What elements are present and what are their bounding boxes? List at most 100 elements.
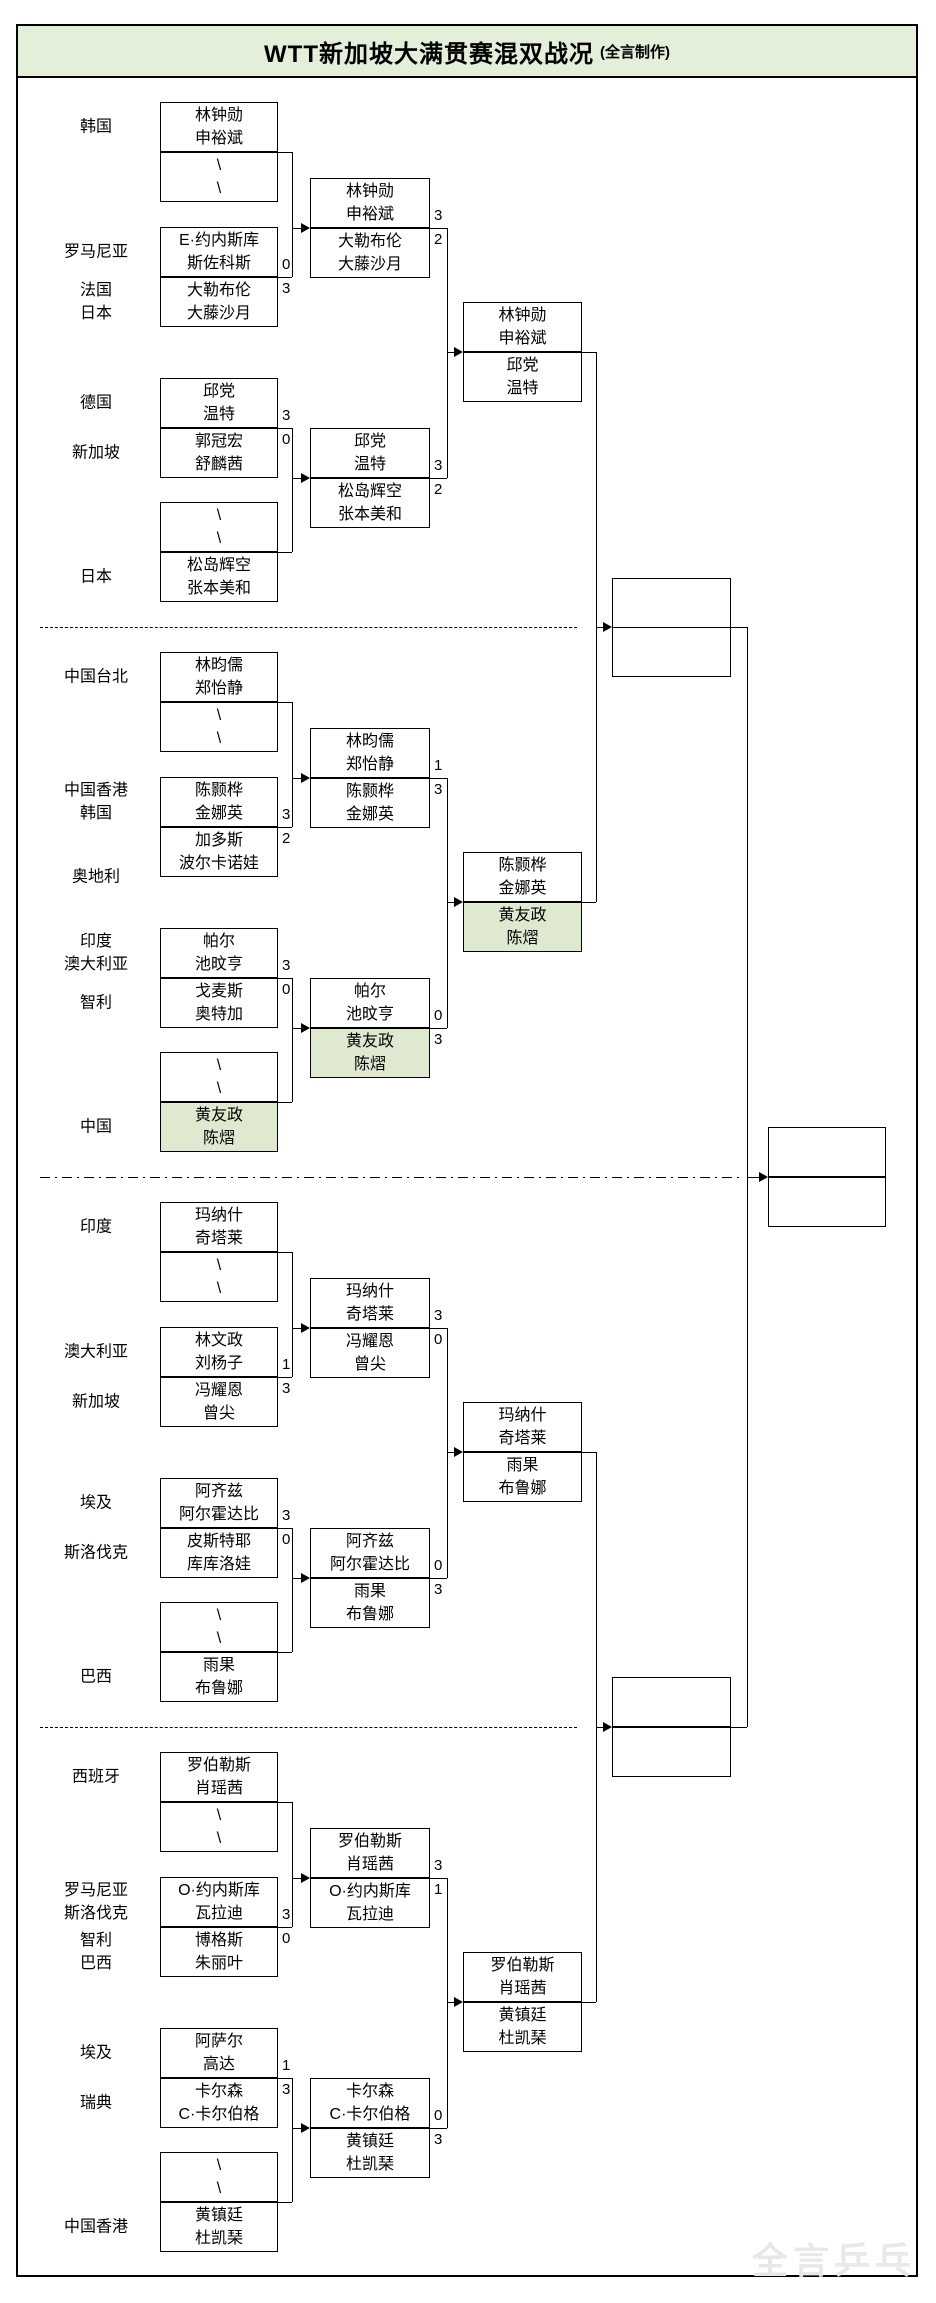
player-name: 张本美和 <box>337 506 402 523</box>
bye-mark: \ <box>216 180 222 197</box>
player-name: 斯佐科斯 <box>186 255 251 272</box>
team-cell: 玛纳什奇塔莱 <box>463 1402 582 1452</box>
bye-cell: \\ <box>160 1802 278 1852</box>
score-label: 0 <box>434 1331 443 1348</box>
team-cell: 博格斯朱丽叶 <box>160 1927 278 1977</box>
team-cell: 黄友政陈熠 <box>160 1102 278 1152</box>
score-label: 3 <box>434 2131 443 2148</box>
score-label: 3 <box>434 1581 443 1598</box>
score-label: 3 <box>282 1380 291 1397</box>
country-label: 西班牙 <box>72 1766 120 1789</box>
player-name: 大藤沙月 <box>186 305 251 322</box>
player-name: 松岛辉空 <box>186 557 251 574</box>
team-cell: 黄友政陈熠 <box>463 902 582 952</box>
connector-line <box>447 1328 448 1578</box>
bye-cell: \\ <box>160 152 278 202</box>
arrowhead-icon <box>301 1023 310 1033</box>
player-name: 罗伯勒斯 <box>186 1757 251 1774</box>
connector-line <box>292 2128 308 2129</box>
connector-line <box>430 1328 447 1329</box>
score-label: 0 <box>282 1531 291 1548</box>
score-label: 2 <box>282 830 291 847</box>
score-label: 3 <box>282 957 291 974</box>
player-name: 阿齐兹 <box>345 1533 394 1550</box>
connector-line <box>278 1927 292 1928</box>
team-cell: 林钟勋申裕斌 <box>463 302 582 352</box>
team-cell: 阿齐兹阿尔霍达比 <box>310 1528 430 1578</box>
player-name: 帕尔 <box>202 933 235 950</box>
team-cell: 玛纳什奇塔莱 <box>310 1278 430 1328</box>
score-label: 1 <box>282 2057 291 2074</box>
country-label: 中国 <box>80 1116 112 1139</box>
connector-line <box>278 1528 292 1529</box>
score-label: 3 <box>434 1031 443 1048</box>
arrowhead-icon <box>301 1873 310 1883</box>
score-label: 3 <box>282 806 291 823</box>
team-cell: 罗伯勒斯肖瑶茜 <box>463 1952 582 2002</box>
player-name: O·约内斯库 <box>329 1883 411 1900</box>
player-name: 罗伯勒斯 <box>337 1833 402 1850</box>
score-label: 0 <box>434 2107 443 2124</box>
player-name: 林文政 <box>194 1332 243 1349</box>
connector-line <box>278 827 292 828</box>
arrowhead-icon <box>301 1573 310 1583</box>
player-name: 冯耀恩 <box>194 1382 243 1399</box>
score-label: 0 <box>434 1557 443 1574</box>
team-cell: 松岛辉空张本美和 <box>310 478 430 528</box>
player-name: 黄镇廷 <box>194 2207 243 2224</box>
player-name: 卡尔森 <box>345 2083 394 2100</box>
connector-line <box>447 228 448 478</box>
player-name: 金娜英 <box>498 880 547 897</box>
connector-line <box>747 1177 762 1178</box>
country-label-line: 日本 <box>79 568 113 586</box>
country-label: 新加坡 <box>72 442 120 465</box>
player-name: 黄镇廷 <box>498 2007 547 2024</box>
bye-cell: \\ <box>160 702 278 752</box>
team-cell: 黄镇廷杜凯琹 <box>463 2002 582 2052</box>
country-label-line: 埃及 <box>79 1494 113 1512</box>
connector-line <box>278 1377 292 1378</box>
connector-line <box>292 1878 308 1879</box>
player-name: C·卡尔伯格 <box>178 2106 260 2123</box>
country-label-line: 法国 <box>79 282 113 299</box>
country-label-line: 斯洛伐克 <box>63 1544 129 1562</box>
country-label: 罗马尼亚 <box>64 241 128 264</box>
bye-mark: \ <box>216 707 222 724</box>
connector-line <box>582 352 596 353</box>
country-label-line: 韩国 <box>79 805 113 822</box>
bye-mark: \ <box>216 1630 222 1647</box>
country-label-line: 中国 <box>79 1118 113 1136</box>
team-cell: 林钟勋申裕斌 <box>160 102 278 152</box>
player-name: 张本美和 <box>186 580 251 597</box>
team-cell: 松岛辉空张本美和 <box>160 552 278 602</box>
arrowhead-icon <box>603 1722 612 1732</box>
player-name: 玛纳什 <box>498 1407 547 1424</box>
country-label-line: 中国台北 <box>63 668 129 686</box>
team-cell: 大勒布伦大藤沙月 <box>160 277 278 327</box>
team-cell: O·约内斯库瓦拉迪 <box>310 1878 430 1928</box>
player-name: 刘杨子 <box>194 1355 243 1372</box>
connector-line <box>292 1328 308 1329</box>
team-cell: 玛纳什奇塔莱 <box>160 1202 278 1252</box>
bye-mark: \ <box>216 2157 222 2174</box>
empty-slot-cell <box>768 1177 886 1227</box>
player-name: 雨果 <box>202 1657 235 1674</box>
team-cell: 罗伯勒斯肖瑶茜 <box>310 1828 430 1878</box>
connector-line <box>292 702 293 827</box>
connector-line <box>292 2078 293 2202</box>
team-cell: 陈颢桦金娜英 <box>463 852 582 902</box>
bye-cell: \\ <box>160 1052 278 1102</box>
score-label: 3 <box>434 457 443 474</box>
team-cell: 黄友政陈熠 <box>310 1028 430 1078</box>
bye-mark: \ <box>216 1607 222 1624</box>
player-name: 玛纳什 <box>194 1207 243 1224</box>
score-label: 3 <box>434 1307 443 1324</box>
country-label-line: 智利 <box>79 1932 113 1949</box>
connector-line <box>430 778 447 779</box>
connector-line <box>292 978 293 1102</box>
player-name: 雨果 <box>353 1583 386 1600</box>
connector-line <box>447 1878 448 2128</box>
player-name: 布鲁娜 <box>194 1680 243 1697</box>
player-name: 林钟勋 <box>345 183 394 200</box>
